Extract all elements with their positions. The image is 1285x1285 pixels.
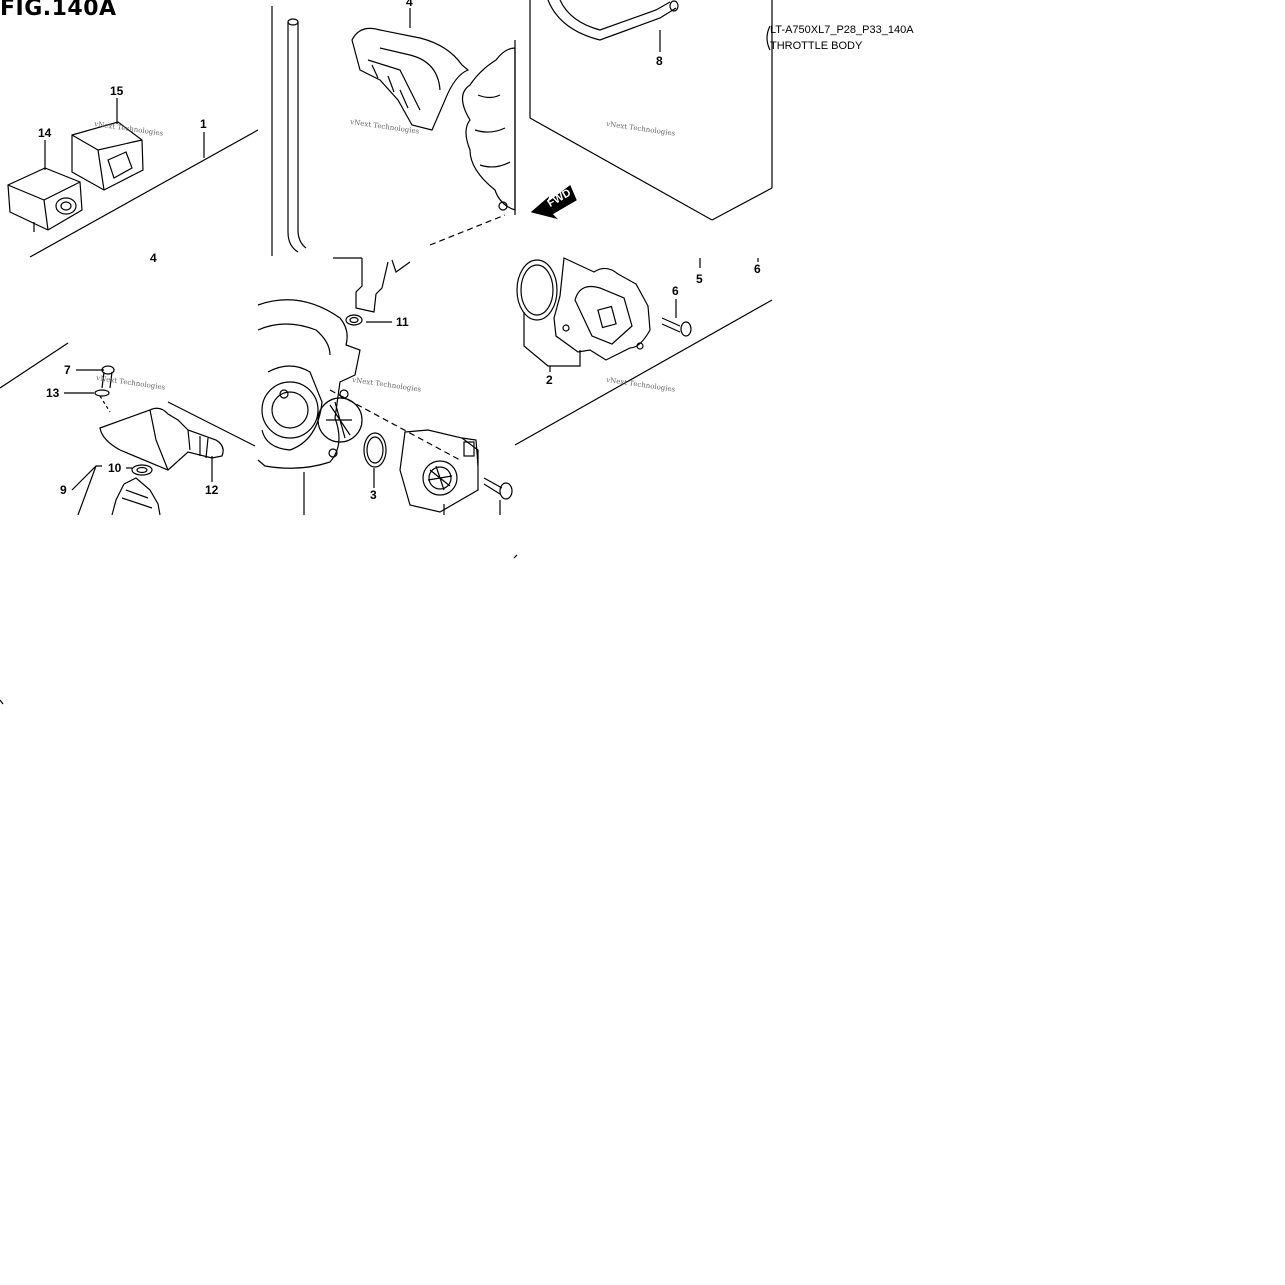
watermark: vNext Technologies bbox=[351, 376, 422, 394]
stray-mark bbox=[513, 554, 518, 559]
callout-4-lower: 4 bbox=[150, 251, 157, 265]
leader-lines bbox=[44, 8, 759, 516]
part-15-sensor-cover bbox=[71, 121, 144, 191]
callout-4: 4 bbox=[406, 0, 413, 9]
figure-meta: LT-A750XL7_P28_P33_140A THROTTLE BODY bbox=[766, 22, 914, 54]
callout-15: 15 bbox=[110, 84, 124, 98]
panel-fuel-connector bbox=[0, 342, 256, 516]
panel-border-line bbox=[29, 129, 259, 258]
watermark: vNext Technologies bbox=[95, 374, 166, 392]
callout-11: 11 bbox=[396, 315, 409, 329]
callout-8: 8 bbox=[656, 54, 663, 68]
part-3-oring bbox=[363, 432, 387, 468]
callout-6: 6 bbox=[672, 284, 679, 298]
throttle-body bbox=[257, 299, 363, 469]
callout-7: 7 bbox=[64, 363, 71, 377]
part-2-oring bbox=[516, 259, 558, 321]
part-12-fuel-pipe bbox=[99, 407, 224, 471]
part-13-washer bbox=[94, 389, 110, 397]
callout-3: 3 bbox=[370, 488, 377, 502]
watermark: vNext Technologies bbox=[605, 120, 676, 138]
throttle-position-sensor bbox=[399, 429, 479, 513]
part-5-idle-valve bbox=[553, 257, 651, 361]
callouts: 4 8 15 1 14 4 5 6 6 11 7 13 2 10 9 12 3 bbox=[38, 0, 761, 502]
figure-title: FIG.140A bbox=[0, 0, 117, 21]
callout-9: 9 bbox=[60, 483, 67, 497]
callout-12: 12 bbox=[205, 483, 219, 497]
callout-14: 14 bbox=[38, 126, 52, 140]
throttle-body-rear bbox=[461, 47, 516, 211]
part-9-injector bbox=[111, 477, 161, 516]
watermarks: vNext Technologies vNext Technologies vN… bbox=[93, 118, 676, 394]
part-11-injector bbox=[333, 257, 411, 326]
callout-2: 2 bbox=[546, 373, 553, 387]
callout-5: 5 bbox=[696, 272, 703, 286]
part-6-bolt bbox=[661, 317, 692, 337]
watermark: vNext Technologies bbox=[605, 376, 676, 394]
part-14-sensor bbox=[7, 167, 83, 232]
meta-bracket bbox=[766, 25, 771, 51]
panel-throttle-body bbox=[257, 257, 513, 513]
figure-code: LT-A750XL7_P28_P33_140A bbox=[770, 24, 914, 36]
callout-13: 13 bbox=[46, 386, 60, 400]
part-10-oring bbox=[131, 464, 153, 476]
part-4-bracket bbox=[351, 27, 470, 131]
callout-10: 10 bbox=[108, 461, 122, 475]
fwd-arrow-icon: FWD bbox=[530, 185, 577, 220]
callout-1: 1 bbox=[200, 117, 207, 131]
panel-hose-fwd: FWD bbox=[529, 0, 773, 221]
watermark: vNext Technologies bbox=[93, 120, 164, 138]
tps-bolt bbox=[483, 477, 513, 500]
callout-6-right: 6 bbox=[754, 262, 761, 276]
figure-name: THROTTLE BODY bbox=[770, 40, 863, 52]
panel-bracket-hose bbox=[271, 6, 516, 256]
stray-mark bbox=[0, 699, 4, 705]
panel-idle-valve bbox=[514, 257, 773, 446]
